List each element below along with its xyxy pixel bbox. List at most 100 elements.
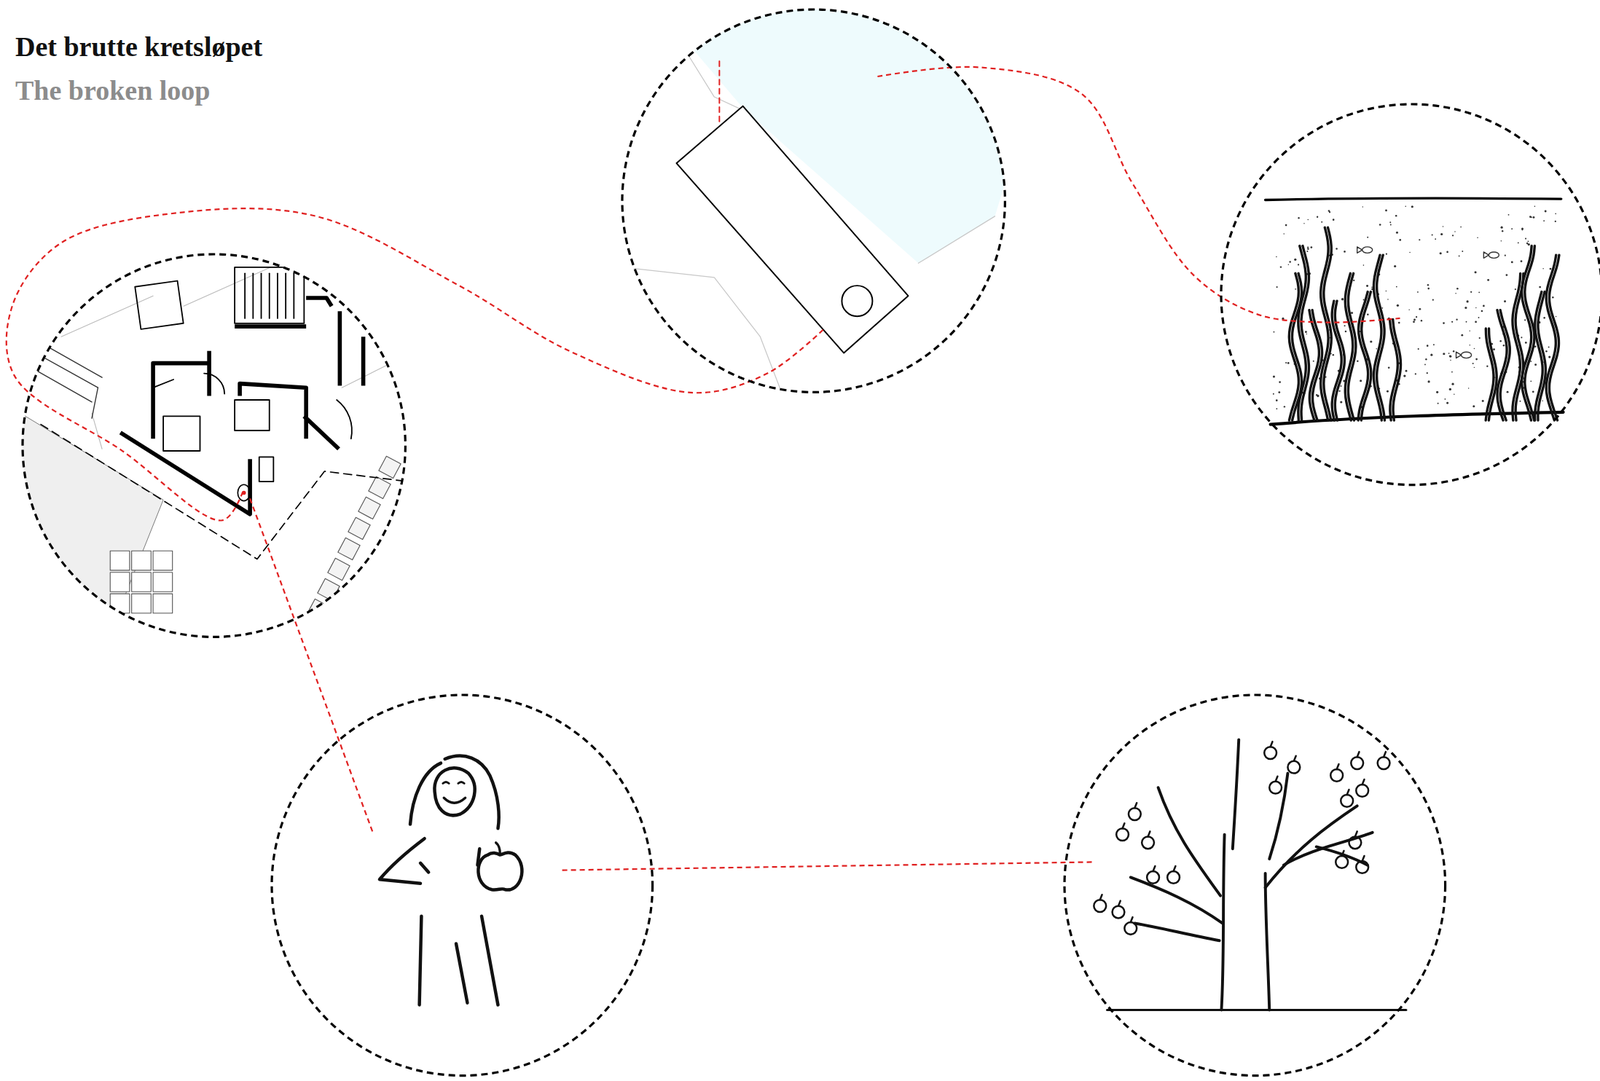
sediment-dot xyxy=(1534,205,1536,207)
apple-stem xyxy=(1270,741,1273,747)
sketch-line xyxy=(378,456,401,478)
sediment-dot xyxy=(1448,352,1450,355)
sediment-dot xyxy=(1451,383,1454,386)
sediment-dot xyxy=(1395,231,1399,234)
sediment-dot xyxy=(1427,380,1430,383)
sediment-dot xyxy=(1453,393,1455,395)
kelp-strand xyxy=(1301,246,1309,421)
sketch-line xyxy=(0,0,1564,1011)
sediment-dot xyxy=(1288,263,1289,265)
tank-circle xyxy=(620,8,1007,394)
dashed-circle xyxy=(271,695,653,1077)
kelp-strand xyxy=(1361,292,1372,421)
sediment-dot xyxy=(1405,370,1408,373)
sketch-line xyxy=(918,216,995,264)
sediment-dot xyxy=(1426,344,1429,347)
sediment-dot xyxy=(1449,355,1452,358)
apple xyxy=(1348,831,1362,849)
sediment-dot xyxy=(1532,216,1536,219)
sketch-line xyxy=(153,550,173,571)
sketch-line xyxy=(91,387,98,419)
sketch-line xyxy=(348,517,371,540)
sketch-line xyxy=(110,572,130,593)
sediment-dot xyxy=(1381,307,1383,309)
sediment-dot xyxy=(1356,360,1359,363)
sediment-dot xyxy=(1461,250,1464,253)
apple-body xyxy=(1264,746,1277,760)
sediment-dot xyxy=(1446,402,1449,405)
sediment-dot xyxy=(1306,333,1308,335)
apple-stem xyxy=(1362,856,1365,862)
sketch-line xyxy=(841,285,873,317)
sketch-line xyxy=(120,432,250,515)
sediment-dot xyxy=(1340,385,1343,387)
apple-stem xyxy=(1293,756,1297,762)
apple-stem xyxy=(1362,779,1365,785)
apple-body xyxy=(1377,757,1391,770)
sediment-dot xyxy=(1403,374,1406,377)
sketch-line xyxy=(259,456,274,482)
sketch-line xyxy=(622,51,995,398)
sediment-dot xyxy=(1339,400,1343,403)
kelp-strand xyxy=(1377,255,1386,421)
sketch-line xyxy=(1134,923,1219,941)
sediment-dot xyxy=(1449,388,1452,391)
sketch-line xyxy=(239,383,307,440)
sketch-line xyxy=(30,343,103,419)
apple xyxy=(1146,866,1160,884)
sediment-dot xyxy=(1418,238,1421,241)
apple-body xyxy=(1335,856,1348,869)
sediment-dot xyxy=(1554,220,1557,223)
sediment-dot xyxy=(1472,405,1475,408)
sediment-dot xyxy=(1524,319,1526,321)
sediment-dot xyxy=(1460,226,1462,229)
sketch-line xyxy=(1488,252,1499,258)
apple-body xyxy=(1350,757,1364,770)
apple-body xyxy=(1355,784,1369,798)
sediment-dot xyxy=(1362,206,1364,207)
sketch-line xyxy=(443,797,465,803)
dashed-connector xyxy=(561,861,1092,870)
floor-plan-circle xyxy=(21,252,407,639)
sketch-line xyxy=(442,781,449,784)
sediment-dot xyxy=(1275,408,1278,410)
sediment-dot xyxy=(1404,205,1407,207)
sketch-line xyxy=(61,267,403,449)
apple xyxy=(1264,741,1277,760)
dashed-circle-outline xyxy=(1219,102,1600,487)
sediment-dot xyxy=(1548,355,1551,358)
sketch-line xyxy=(1288,227,1560,421)
sediment-dot xyxy=(1398,322,1401,325)
apple-stem xyxy=(1134,802,1137,809)
sketch-line xyxy=(1265,198,1562,200)
apple xyxy=(1167,866,1180,884)
sediment-dot xyxy=(1275,399,1278,402)
sketch-line xyxy=(276,273,279,319)
sediment-dot xyxy=(1517,241,1520,244)
sediment-dot xyxy=(1504,255,1507,257)
sketch-line xyxy=(284,273,287,319)
sediment-dot xyxy=(1519,400,1521,403)
sediment-dot xyxy=(1440,233,1443,236)
sketch-line xyxy=(379,838,425,884)
sediment-dot xyxy=(1320,221,1323,223)
sediment-dot xyxy=(1545,350,1548,353)
apple xyxy=(1355,856,1369,874)
sketch-line xyxy=(306,297,332,307)
sediment-dot xyxy=(1316,394,1319,398)
sketch-line xyxy=(260,273,263,319)
sediment-dot xyxy=(1473,367,1475,368)
sediment-dot xyxy=(1335,247,1338,250)
kelp-strand xyxy=(1538,292,1546,421)
sediment-dot xyxy=(1501,230,1504,232)
sediment-dot xyxy=(1293,258,1297,261)
sketch-line xyxy=(1093,741,1390,935)
sediment-dot xyxy=(1481,310,1484,313)
sediment-dot xyxy=(1511,261,1514,264)
sketch-line xyxy=(1130,877,1223,924)
sediment-dot xyxy=(1442,352,1445,355)
kelp-strand xyxy=(1334,300,1345,421)
dashed-circle xyxy=(1221,104,1600,486)
sediment-dot xyxy=(1366,314,1370,317)
sediment-dot xyxy=(1417,291,1419,293)
